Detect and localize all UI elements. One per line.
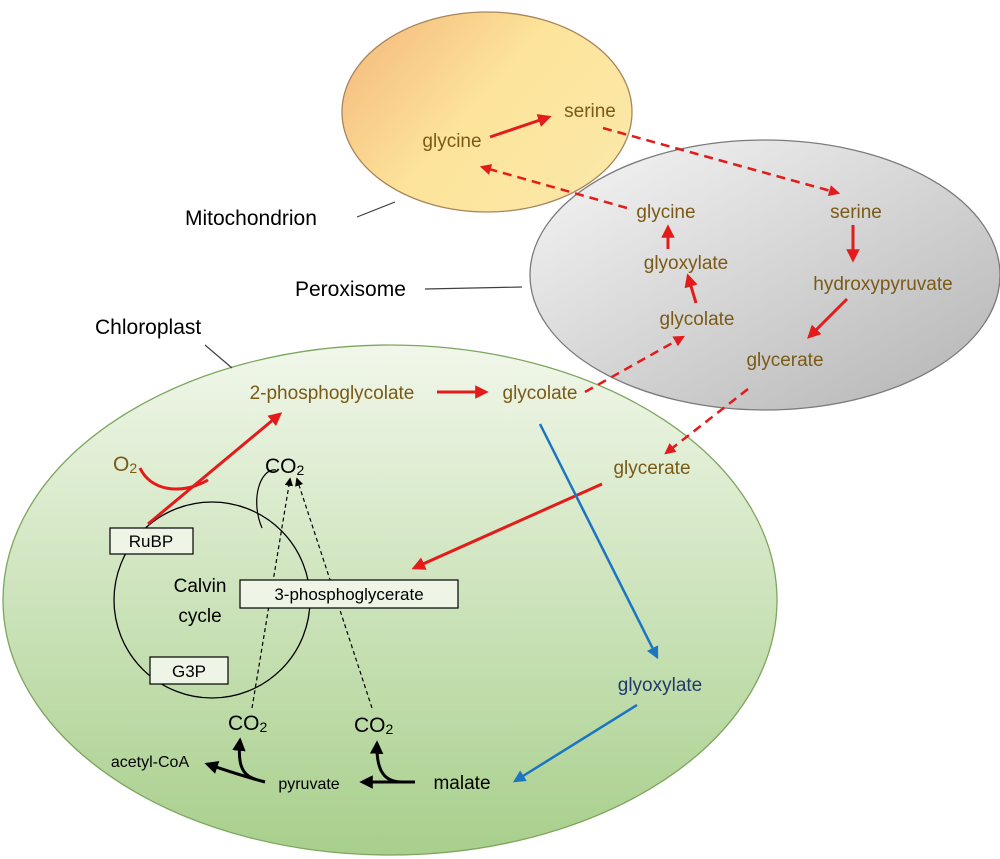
peroxisome-leader-line — [424, 286, 523, 290]
arrow-glyoxylate-to-malate — [512, 703, 638, 783]
phosphoglycolate-label: 2-phosphoglycolate — [250, 383, 415, 404]
rubp-label: RuBP — [129, 532, 173, 551]
g3p-label: G3P — [172, 662, 206, 681]
perox-serine-label: serine — [830, 202, 882, 223]
dashed-arrow-glycine-to-mitochondrion — [479, 164, 628, 210]
perox-hydroxypyruvate-label: hydroxypyruvate — [813, 274, 952, 295]
o2-label: O2 — [113, 453, 137, 476]
dashed-arrow-co2-from-pyruvate-branch — [251, 477, 294, 709]
peroxisome-label: Peroxisome — [295, 278, 406, 301]
3-phosphoglycerate-label: 3-phosphoglycerate — [274, 585, 423, 604]
arrow-pyruvate-co2-release — [232, 737, 256, 781]
peroxisome-membrane — [529, 139, 1000, 411]
malate-label: malate — [433, 773, 490, 794]
co2-label-malate: CO2 — [354, 714, 394, 737]
perox-glyoxylate-label: glyoxylate — [644, 253, 729, 274]
chloroplast-label: Chloroplast — [95, 316, 201, 339]
mito-glycine-label: glycine — [422, 131, 481, 152]
chloro-glyoxylate-label: glyoxylate — [618, 675, 703, 696]
chloroplast-leader-line — [204, 344, 233, 369]
co2-release-loop — [256, 469, 277, 529]
pyruvate-label: pyruvate — [278, 776, 339, 793]
calvin-cycle-label-line2: cycle — [178, 606, 221, 627]
dashed-arrow-glycolate-to-peroxisome — [584, 335, 685, 394]
arrow-o2-input — [138, 467, 209, 491]
arrow-glycolate-to-glyoxylate-chloroplast — [538, 423, 659, 660]
arrow-glycerate-to-3-phosphoglycerate — [411, 482, 603, 570]
acetyl-coa-label: acetyl-CoA — [111, 754, 190, 771]
mitochondrion-leader-line — [356, 201, 396, 218]
co2-label-pyruvate: CO2 — [228, 712, 268, 735]
rubp-box — [109, 527, 194, 555]
arrow-malate-co2-release — [369, 740, 403, 784]
arrow-hydroxypyruvate-to-glycerate — [807, 297, 849, 339]
calvin-cycle-label-line1: Calvin — [174, 576, 227, 597]
dashed-arrow-serine-to-peroxisome — [602, 126, 841, 197]
g3p-box — [149, 656, 229, 685]
perox-glycine-label: glycine — [636, 202, 695, 223]
arrow-glycolate-to-glyoxylate — [684, 273, 698, 304]
perox-glycerate-label: glycerate — [746, 350, 823, 371]
mitochondrion-membrane — [341, 11, 633, 213]
chloro-glycerate-label: glycerate — [613, 458, 690, 479]
3-phosphoglycerate-box — [239, 579, 459, 609]
mito-serine-label: serine — [564, 101, 616, 122]
arrow-rubp-to-phosphoglycolate — [147, 412, 283, 526]
perox-glycolate-label: glycolate — [660, 309, 735, 330]
mitochondrion-label: Mitochondrion — [185, 207, 317, 230]
arrow-pyruvate-to-acetyl-coa — [204, 761, 266, 784]
arrow-glycine-to-serine — [489, 114, 552, 139]
chloro-glycolate-label: glycolate — [503, 383, 578, 404]
co2-label-calvin: CO2 — [265, 455, 305, 478]
dashed-arrow-glycerate-to-chloroplast — [664, 388, 749, 455]
